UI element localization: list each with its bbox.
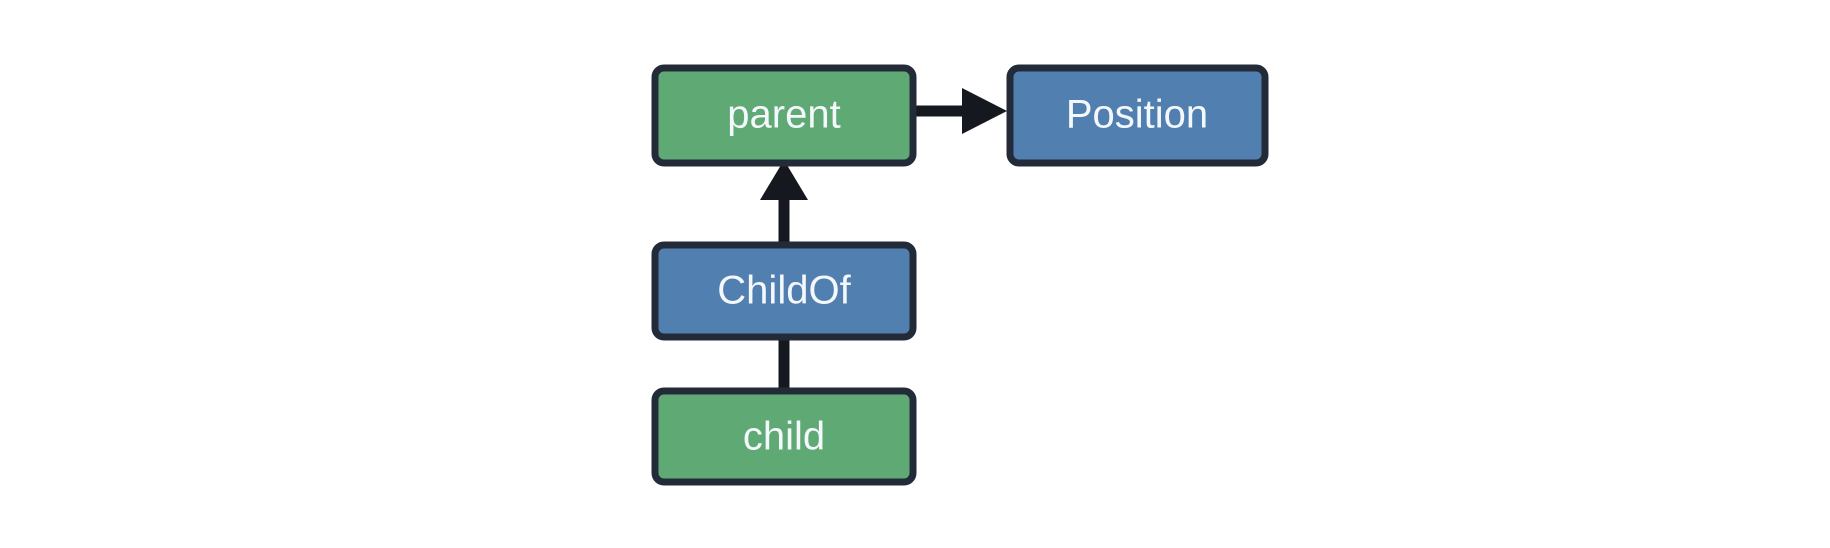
arrowhead-up-icon	[760, 160, 808, 200]
node-position[interactable]: Position	[1006, 64, 1269, 167]
node-position-label: Position	[1066, 93, 1208, 137]
node-child-label: child	[743, 415, 825, 459]
node-parent-label: parent	[727, 93, 840, 137]
edge-childof-to-parent	[760, 160, 808, 245]
node-parent[interactable]: parent	[651, 64, 917, 167]
edge-parent-to-position	[913, 88, 1007, 134]
arrowhead-right-icon	[962, 88, 1007, 134]
node-childof-label: ChildOf	[717, 269, 851, 313]
node-childof[interactable]: ChildOf	[651, 241, 917, 341]
node-child[interactable]: child	[651, 387, 917, 486]
